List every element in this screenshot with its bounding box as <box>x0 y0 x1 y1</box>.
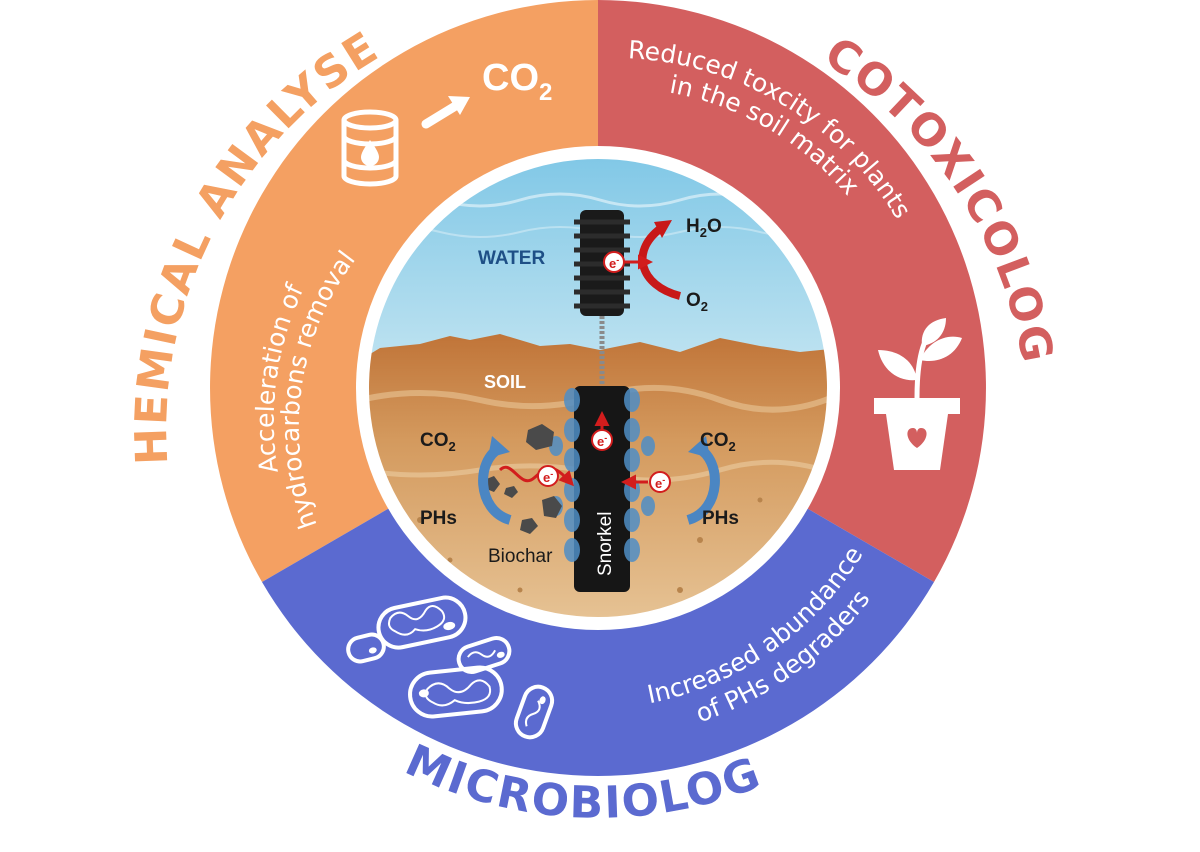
water-label: WATER <box>478 248 545 269</box>
electron-label-left: e- <box>543 469 553 485</box>
arrow-right-icon <box>421 96 470 129</box>
co2-left-label: CO2 <box>420 430 456 454</box>
phs-left-label: PHs <box>420 508 457 529</box>
oil-barrel-icon <box>341 109 399 187</box>
bacteria-icon <box>346 595 555 740</box>
snorkel-label: Snorkel <box>595 512 616 576</box>
phs-right-label: PHs <box>702 508 739 529</box>
plant-pot-heart-icon <box>874 318 962 470</box>
chemical-sector <box>210 0 598 582</box>
electron-label-right: e- <box>655 475 665 491</box>
electron-label-top: e- <box>609 255 619 271</box>
ecotoxicology-sector <box>598 0 986 582</box>
center-border <box>367 157 829 619</box>
snorkel-top-brush <box>574 210 630 316</box>
chemical-co2-label: CO2 <box>482 57 552 106</box>
center-illustration: e- e- e- e- WATER SOIL H2O O2 CO2 CO2 PH… <box>368 158 828 618</box>
co2-right-label: CO2 <box>700 430 736 454</box>
microbiology-sector <box>262 499 934 776</box>
biochar-particles <box>484 424 562 534</box>
o2-label: O2 <box>686 290 708 314</box>
electron-markers <box>537 251 671 493</box>
electron-label-mid: e- <box>597 433 607 449</box>
soil-label: SOIL <box>484 372 526 392</box>
snorkel-bottom-brush <box>549 386 655 592</box>
h2o-label: H2O <box>686 216 722 240</box>
biochar-label: Biochar <box>488 546 553 567</box>
